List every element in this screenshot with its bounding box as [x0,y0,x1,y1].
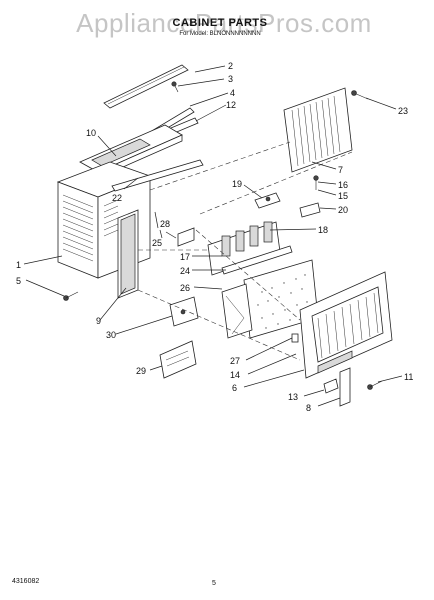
callout-27: 27 [230,356,240,366]
callout-13: 13 [288,392,298,402]
callout-24: 24 [180,266,190,276]
callout-4: 4 [230,88,235,98]
page-number: 5 [212,580,216,587]
part-25-bracket [154,211,159,229]
part-13-knob [323,378,339,394]
part-20-clip [299,202,321,218]
part-16-screw [313,175,319,190]
callout-15: 15 [338,191,348,201]
callout-23: 23 [398,106,408,116]
part-29-plate [159,340,197,379]
part-30-bracket [169,296,199,327]
part-2-top-rail [103,64,189,109]
callout-17: 17 [180,252,190,262]
callout-22: 22 [112,193,122,203]
callout-1: 1 [16,260,21,270]
document-number: 4316082 [12,578,40,585]
callout-3: 3 [228,74,233,84]
part-7-rear-grille [283,87,353,173]
part-9-side-panel [117,209,139,299]
callout-26: 26 [180,283,190,293]
part-24-strip [221,245,293,275]
page-title: CABINET PARTS [172,17,268,29]
callout-8: 8 [306,403,311,413]
part-8-bracket [339,367,351,407]
callout-9: 9 [96,316,101,326]
callout-6: 6 [232,383,237,393]
part-3-screw [171,81,179,93]
part-19-bracket [254,192,281,209]
part-11-screw [367,380,383,390]
page-subtitle: For Model: BLNONNNNNNNN [179,31,261,37]
callout-29: 29 [136,366,146,376]
part-28-clip [177,227,195,247]
callout-numbers: 2 3 4 12 10 22 23 7 16 15 19 20 18 17 24… [16,61,413,413]
part-5-screw [63,291,79,301]
part-22-bracket [111,159,204,192]
assembly-guide-lines [137,141,353,361]
callout-30: 30 [106,330,116,340]
part-6-front-grille [299,271,393,379]
callout-28: 28 [160,219,170,229]
part-14-shaft [291,333,299,343]
callout-leaders [23,65,403,407]
callout-14: 14 [230,370,240,380]
callout-12: 12 [226,100,236,110]
callout-5: 5 [16,276,21,286]
callout-2: 2 [228,61,233,71]
part-26-filter-frame [221,283,253,339]
callout-11: 11 [404,372,413,382]
callout-10: 10 [86,128,96,138]
callout-25: 25 [152,238,162,248]
part-18-louvre-assembly [207,221,281,276]
callout-18: 18 [318,225,328,235]
callout-19: 19 [232,179,242,189]
part-23-screw [351,90,369,100]
callout-20: 20 [338,205,348,215]
callout-16: 16 [338,180,348,190]
callout-7: 7 [338,165,343,175]
